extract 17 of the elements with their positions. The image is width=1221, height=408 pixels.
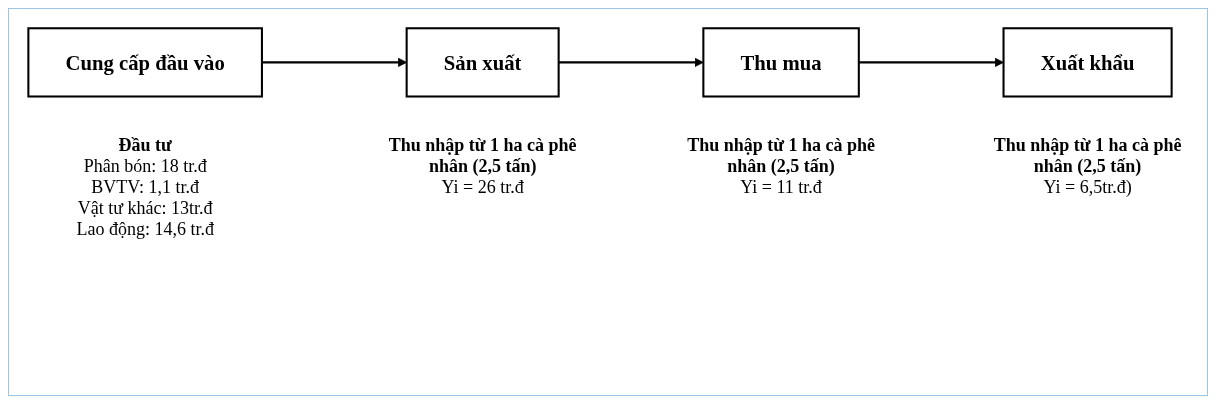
node-box: Cung cấp đầu vào xyxy=(27,27,263,98)
arrow xyxy=(558,57,704,67)
caption-text: BVTV: 1,1 tr.đ xyxy=(90,176,200,198)
caption-text: Phân bón: 18 tr.đ xyxy=(82,155,208,177)
node-box: Xuất khẩu xyxy=(1002,27,1173,98)
caption-text: Yi = 26 tr.đ xyxy=(440,176,525,198)
caption-heading: Thu nhập từ 1 ha cà phê nhân (2,5 tấn) xyxy=(686,134,876,177)
caption-text: Yi = 6,5tr.đ) xyxy=(1042,176,1133,198)
caption-text: Lao động: 14,6 tr.đ xyxy=(75,218,215,240)
caption-heading: Đầu tư xyxy=(117,134,173,156)
caption-heading: Thu nhập từ 1 ha cà phê nhân (2,5 tấn) xyxy=(387,134,578,177)
node-box: Sản xuất xyxy=(405,27,560,98)
caption-text: Yi = 11 tr.đ xyxy=(739,176,823,198)
caption-heading: Thu nhập từ 1 ha cà phê nhân (2,5 tấn) xyxy=(992,134,1183,177)
caption-text: Vật tư khác: 13tr.đ xyxy=(76,197,214,219)
node-box: Thu mua xyxy=(702,27,860,98)
arrow xyxy=(858,57,1004,67)
